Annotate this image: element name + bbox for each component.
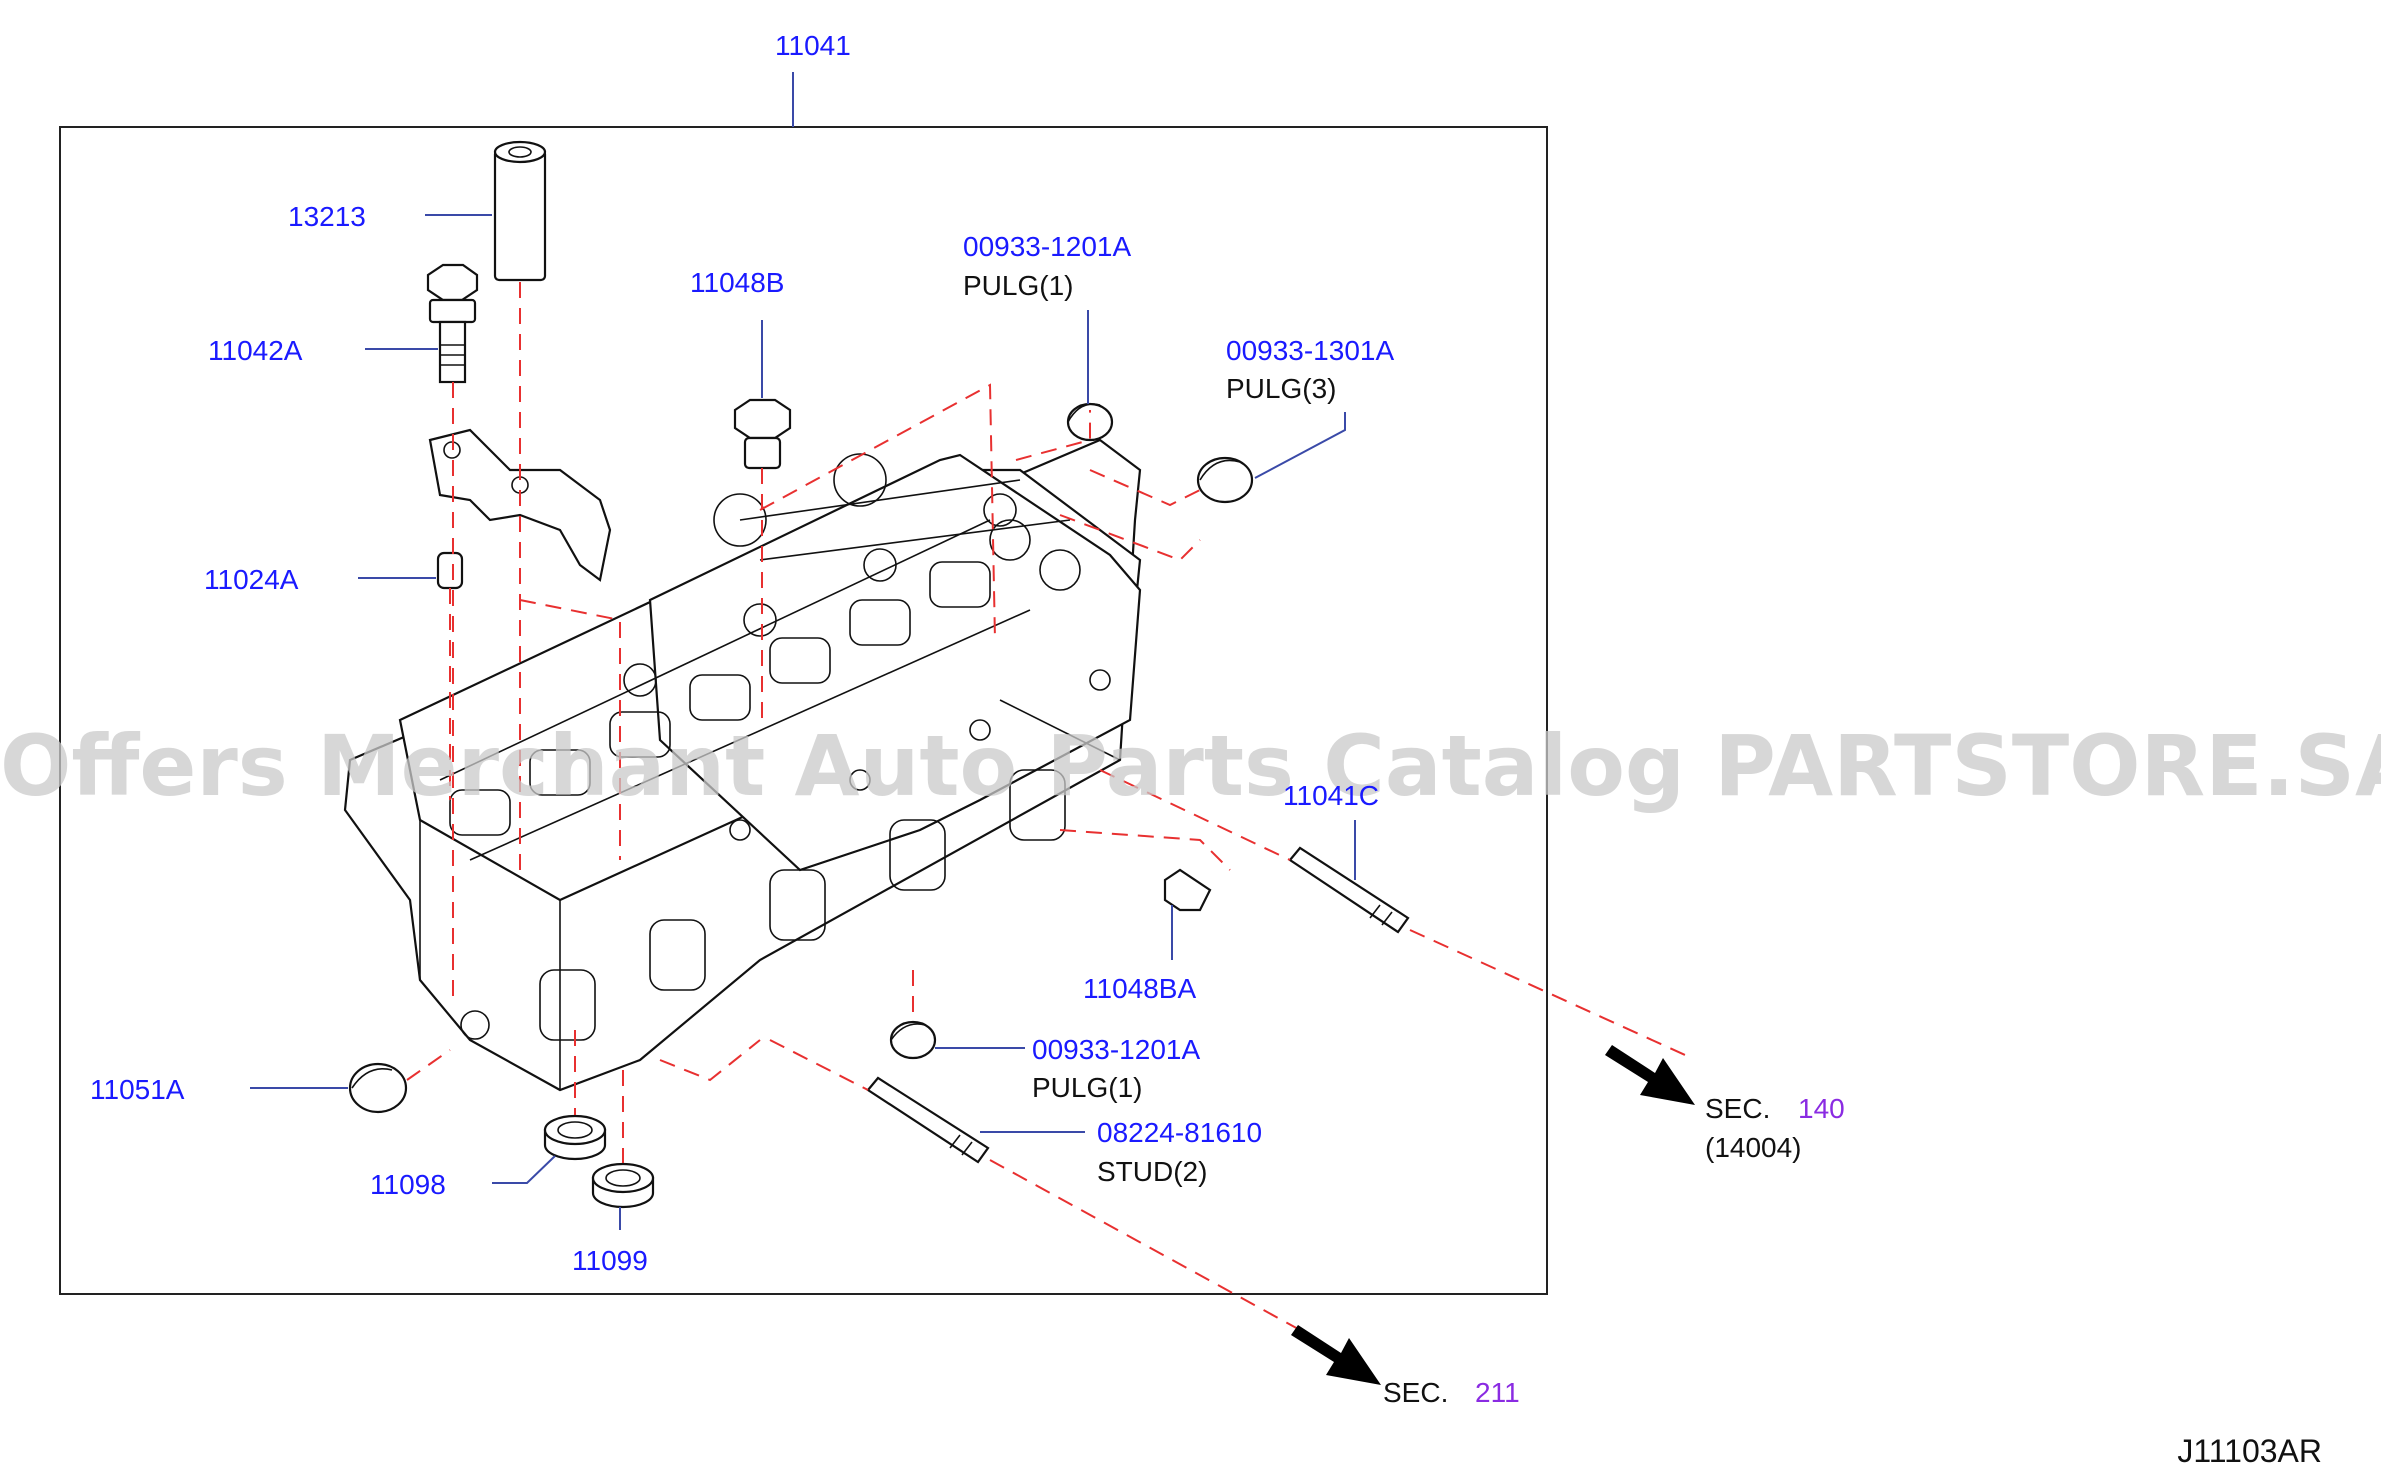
part-11041C-stud xyxy=(1288,846,1410,934)
cylinder-head-illustration xyxy=(343,438,1142,1092)
part-11099-seal xyxy=(591,1162,655,1209)
part-11024A-dowel xyxy=(436,551,464,590)
callout-08224-81610-desc: STUD(2) xyxy=(1097,1156,1207,1187)
callout-00933-1301A[interactable]: 00933-1301A xyxy=(1226,335,1394,366)
sec-211-link[interactable]: 211 xyxy=(1475,1377,1520,1408)
sec-140-prefix: SEC. xyxy=(1705,1093,1770,1124)
diagram-frame xyxy=(59,126,1548,1295)
part-11048B-plug xyxy=(733,398,792,470)
callout-11099[interactable]: 11099 xyxy=(572,1245,648,1276)
callout-00933-1301A-desc: PULG(3) xyxy=(1226,373,1336,404)
callout-11048B[interactable]: 11048B xyxy=(690,267,784,298)
sec-140-sub: (14004) xyxy=(1705,1132,1802,1163)
watermark: Offers Merchant Auto Parts Catalog PARTS… xyxy=(0,717,2381,815)
sec-140-link[interactable]: 140 xyxy=(1798,1093,1845,1124)
callout-00933-1201A-top[interactable]: 00933-1201A xyxy=(963,231,1131,262)
assembly-dashed-lines xyxy=(406,282,1686,1331)
part-11042A-bolt xyxy=(426,263,479,384)
callout-00933-1201A-bottom[interactable]: 00933-1201A xyxy=(1032,1034,1200,1065)
sec-140-arrow-icon xyxy=(1605,1045,1695,1105)
part-11051A-plug xyxy=(348,1062,408,1114)
sec-211-prefix: SEC. xyxy=(1383,1377,1448,1408)
callout-08224-81610[interactable]: 08224-81610 xyxy=(1097,1117,1262,1148)
part-13213-sleeve xyxy=(493,140,547,282)
sec-211-arrow-icon xyxy=(1291,1325,1381,1385)
callout-00933-1201A-top-desc: PULG(1) xyxy=(963,270,1073,301)
callout-11048BA[interactable]: 11048BA xyxy=(1083,973,1196,1004)
part-11098-seal xyxy=(543,1114,607,1161)
part-00933-1201A-bottom-plug xyxy=(889,1020,937,1060)
part-number-11041[interactable]: 11041 xyxy=(775,30,851,61)
callout-11051A[interactable]: 11051A xyxy=(90,1074,185,1105)
leader-lines xyxy=(250,214,1356,1230)
part-00933-1201A-top-plug xyxy=(1066,402,1114,442)
part-08224-81610-stud xyxy=(866,1076,990,1164)
drawing-code: J11103AR xyxy=(2177,1433,2322,1469)
part-11048BA-plug xyxy=(1163,868,1212,912)
callout-11041C[interactable]: 11041C xyxy=(1283,780,1379,811)
callout-11098[interactable]: 11098 xyxy=(370,1169,446,1200)
callout-13213[interactable]: 13213 xyxy=(288,201,366,232)
callout-11024A[interactable]: 11024A xyxy=(204,564,299,595)
part-00933-1301A-plug xyxy=(1196,456,1254,504)
callout-00933-1201A-bottom-desc: PULG(1) xyxy=(1032,1072,1142,1103)
callout-11042A[interactable]: 11042A xyxy=(208,335,303,366)
